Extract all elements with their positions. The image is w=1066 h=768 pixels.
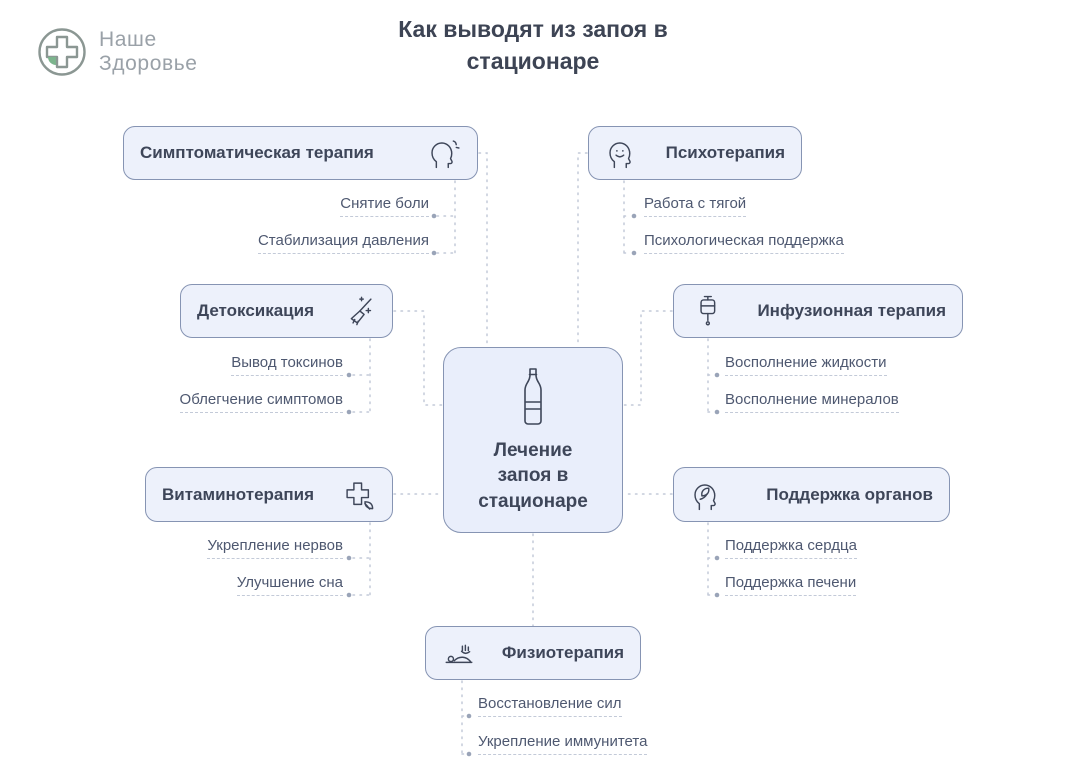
dizzy-head-icon <box>431 140 460 169</box>
sub-item: Восполнение минералов <box>725 391 899 413</box>
logo-line2: Здоровье <box>99 52 198 75</box>
node-vitamin-therapy: Витаминотерапия <box>145 467 393 522</box>
massage-icon <box>445 644 473 664</box>
sub-item: Стабилизация давления <box>257 232 429 254</box>
sub-item: Работа с тягой <box>644 195 747 217</box>
node-label: Детоксикация <box>197 301 315 320</box>
sub-item: Поддержка сердца <box>725 537 857 559</box>
node-infusion-therapy: Инфузионная терапия <box>673 284 963 338</box>
node-label: Поддержка органов <box>766 484 933 504</box>
medical-cross-logo-icon <box>38 28 86 76</box>
node-label: Физиотерапия <box>501 643 624 662</box>
node-psychotherapy: Психотерапия <box>588 126 802 180</box>
broom-sparkles-icon <box>350 296 372 326</box>
sub-item: Снятие боли <box>340 195 429 217</box>
sub-item: Вывод токсинов <box>231 354 343 376</box>
center-node: Лечение запоя в стационаре <box>443 347 623 533</box>
head-leaf-icon <box>694 483 716 510</box>
smiling-head-icon <box>609 142 631 169</box>
node-symptomatic-therapy: Симптоматическая терапия <box>123 126 478 180</box>
sub-item: Восстановление сил <box>478 695 622 717</box>
medical-cross-leaf-icon <box>346 481 374 510</box>
sub-item: Психологическая поддержка <box>644 232 844 254</box>
node-label: Психотерапия <box>665 143 785 162</box>
center-node-label: Лечение запоя в стационаре <box>478 439 588 512</box>
sub-item: Облегчение симптомов <box>179 391 343 413</box>
iv-drip-icon <box>700 295 716 326</box>
sub-item: Улучшение сна <box>236 574 343 596</box>
bottle-icon <box>524 367 542 425</box>
sub-item: Восполнение жидкости <box>725 354 887 376</box>
sub-item: Укрепление нервов <box>207 537 343 559</box>
sub-item: Поддержка печени <box>725 574 857 596</box>
logo-line1: Наше <box>99 28 157 52</box>
page-title: Как выводят из запоя в стационаре <box>398 16 668 75</box>
node-label: Инфузионная терапия <box>757 301 946 320</box>
node-organ-support: Поддержка органов <box>673 467 950 522</box>
logo: Наше Здоровье <box>36 26 198 78</box>
node-label: Витаминотерапия <box>162 484 315 504</box>
node-physiotherapy: Физиотерапия <box>425 626 641 680</box>
node-label: Симптоматическая терапия <box>140 143 374 162</box>
sub-item: Укрепление иммунитета <box>478 733 648 755</box>
logo-text: Наше Здоровье <box>99 28 198 75</box>
node-detoxification: Детоксикация <box>180 284 393 338</box>
